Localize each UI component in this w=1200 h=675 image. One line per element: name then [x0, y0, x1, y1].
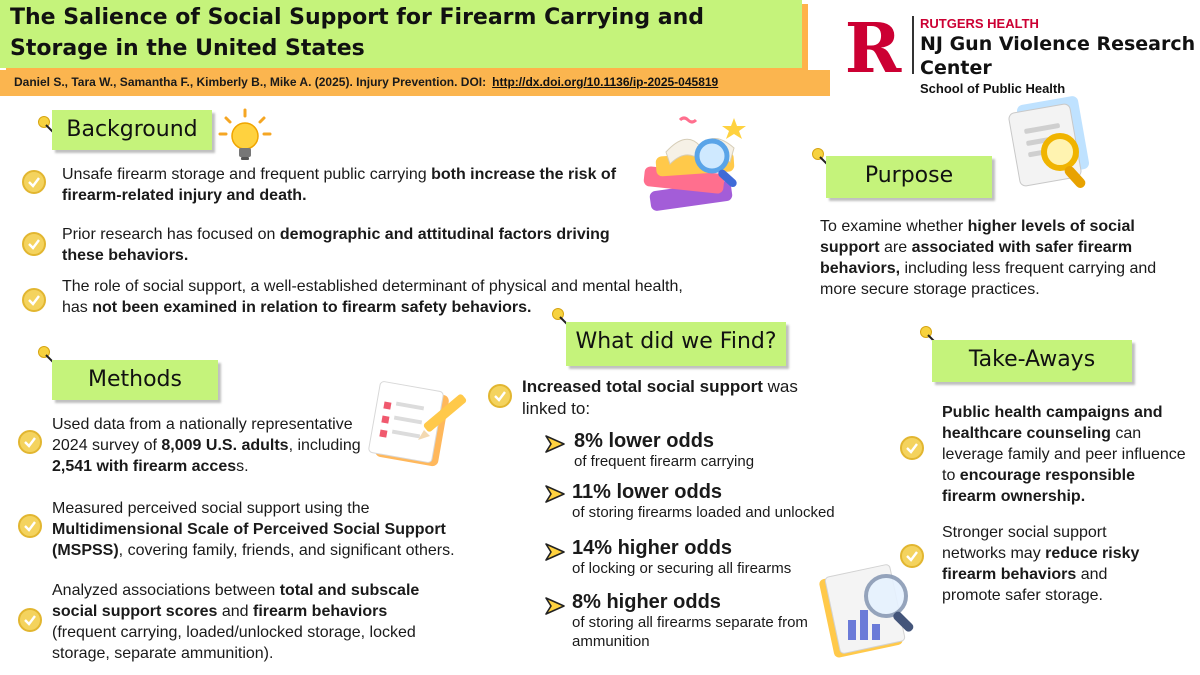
books-magnifier-icon — [643, 116, 746, 211]
takeaways-heading: Take-Aways — [932, 340, 1132, 382]
logo-divider — [912, 16, 914, 74]
takeaways-item-1: Public health campaigns and healthcare c… — [942, 404, 1186, 505]
logo-line-2: NJ Gun Violence Research Center — [920, 33, 1196, 79]
document-magnifier-icon — [1008, 96, 1090, 188]
citation-text: Daniel S., Tara W., Samantha F., Kimberl… — [14, 75, 487, 89]
finding-1-value: 8% lower odds — [574, 430, 715, 452]
arrow-icon — [545, 435, 565, 453]
check-icon — [900, 436, 924, 460]
arrow-icon — [545, 485, 565, 503]
findings-intro: Increased total social support was linke… — [522, 377, 798, 418]
page-title: The Salience of Social Support for Firea… — [10, 5, 705, 61]
title-banner: The Salience of Social Support for Firea… — [0, 0, 802, 68]
doi-link[interactable]: http://dx.doi.org/10.1136/ip-2025-045819 — [492, 75, 719, 89]
finding-4-value: 8% higher odds — [572, 591, 721, 613]
background-item-1: Unsafe firearm storage and frequent publ… — [62, 166, 617, 204]
logo-line-3: School of Public Health — [920, 81, 1066, 96]
check-icon — [900, 544, 924, 568]
check-icon — [22, 232, 46, 256]
finding-3-value: 14% higher odds — [572, 537, 733, 559]
methods-heading: Methods — [52, 360, 218, 400]
check-icon — [22, 170, 46, 194]
findings-heading: What did we Find? — [566, 322, 786, 366]
methods-item-1: Used data from a nationally representati… — [52, 416, 361, 475]
logo-text: RUTGERS HEALTH NJ Gun Violence Research … — [920, 16, 1200, 98]
background-item-2: Prior research has focused on demographi… — [62, 226, 610, 264]
purpose-text: To examine whether higher levels of soci… — [820, 218, 1157, 298]
takeaways-item-2: Stronger social support networks may red… — [942, 524, 1140, 604]
logo-letter: R — [845, 14, 902, 78]
citation-bar: Daniel S., Tara W., Samantha F., Kimberl… — [0, 70, 830, 96]
finding-2: 11% lower odds of storing firearms loade… — [572, 481, 835, 522]
check-icon — [22, 288, 46, 312]
finding-4: 8% higher odds of storing all firearms s… — [572, 591, 812, 651]
finding-4-desc: of storing all firearms separate from am… — [572, 614, 808, 650]
check-icon — [18, 608, 42, 632]
finding-3-desc: of locking or securing all firearms — [572, 560, 792, 577]
chart-magnifier-icon — [819, 564, 914, 658]
finding-2-desc: of storing firearms loaded and unlocked — [572, 504, 835, 521]
check-icon — [18, 514, 42, 538]
finding-2-value: 11% lower odds — [572, 481, 723, 503]
background-item-3: The role of social support, a well-estab… — [62, 278, 683, 316]
logo-line-1: RUTGERS HEALTH — [920, 16, 1039, 31]
checklist-pencil-icon — [368, 381, 467, 467]
lightbulb-icon — [218, 108, 272, 160]
finding-1-desc: of frequent firearm carrying — [574, 453, 755, 470]
arrow-icon — [545, 543, 565, 561]
methods-item-2: Measured perceived social support using … — [52, 500, 455, 559]
rutgers-r-logo: R — [845, 14, 902, 78]
check-icon — [18, 430, 42, 454]
methods-item-3: Analyzed associations between total and … — [52, 582, 420, 662]
arrow-icon — [545, 597, 565, 615]
finding-1: 8% lower odds of frequent firearm carryi… — [574, 430, 754, 471]
purpose-heading: Purpose — [826, 156, 992, 198]
check-icon — [488, 384, 512, 408]
background-heading: Background — [52, 110, 212, 150]
finding-3: 14% higher odds of locking or securing a… — [572, 537, 791, 578]
